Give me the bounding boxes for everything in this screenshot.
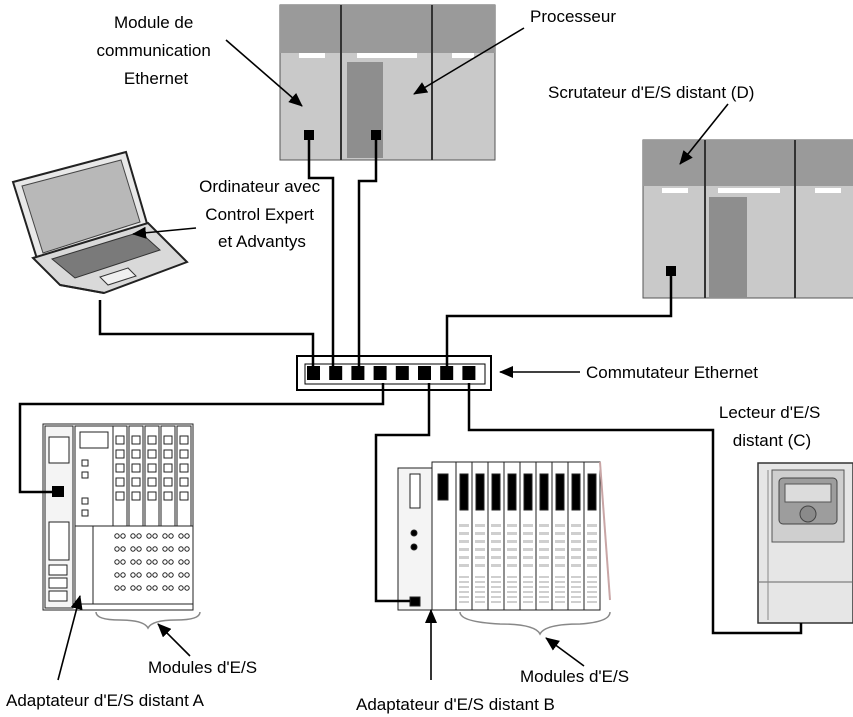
adapter-b-rack [397,461,611,611]
cables [18,140,803,635]
cable-adapter-a [18,383,385,494]
switch-label: Commutateur Ethernet [586,363,758,382]
processor-port [371,130,381,140]
modules-b-label: Modules d'E/S [520,667,629,686]
adapter-b-label: Adaptateur d'E/S distant B [356,695,555,714]
cable-adapter-b [374,383,431,603]
switch-port [462,366,476,380]
adapter-b-port [409,596,421,607]
cable-laptop [98,300,315,367]
cable-processor [357,140,378,367]
ethernet-module-label: Module de communication Ethernet [96,13,215,88]
adapter-a-port [52,486,64,497]
switch-port [395,366,409,380]
switch-port [418,366,431,380]
scanner-port [666,266,676,276]
plc-rack [279,4,496,161]
switch-port [351,366,365,380]
switch-port [307,366,320,380]
cable-drive [467,383,803,635]
switch-port [440,366,454,380]
brace-modules-a [95,611,201,630]
switch-port [329,366,343,380]
scanner-rack [642,139,853,299]
drive-unit [757,462,853,624]
drive-label: Lecteur d'E/S distant (C) [719,403,825,450]
adapter-a-rack [42,423,194,611]
modules-a-label: Modules d'E/S [148,658,257,677]
ethernet-switch [296,355,492,391]
computer-label: Ordinateur avec Control Expert et Advant… [199,177,325,251]
laptop-icon [11,150,189,295]
brace-modules-b [459,611,611,636]
ethernet-module-port [304,130,314,140]
processor-label: Processeur [530,7,616,26]
arrows [57,27,729,681]
cable-ethernet-module [307,140,335,367]
scanner-label: Scrutateur d'E/S distant (D) [548,83,754,102]
cable-scanner [445,276,673,367]
switch-port [373,366,387,380]
adapter-a-label: Adaptateur d'E/S distant A [6,691,205,710]
